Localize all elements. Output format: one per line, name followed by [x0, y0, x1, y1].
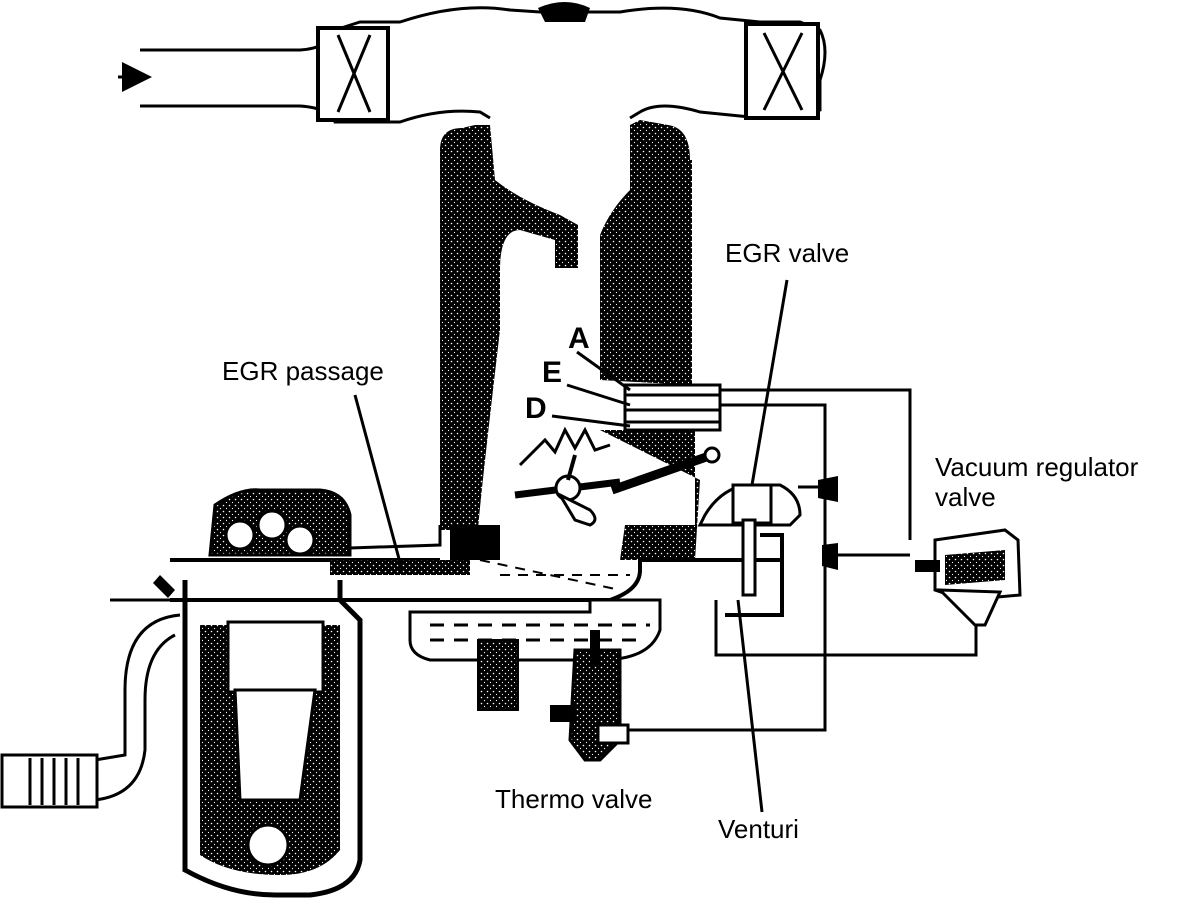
port-a-label: A [568, 322, 590, 355]
vacuum-regulator-label-line2: valve [935, 482, 996, 512]
carburetor-body [349, 120, 722, 560]
egr-valve-label: EGR valve [725, 238, 849, 268]
venturi-label: Venturi [718, 814, 799, 844]
vacuum-regulator-valve [915, 528, 1022, 627]
air-cleaner-housing [118, 2, 827, 124]
port-d-label: D [525, 392, 547, 425]
egr-valve [697, 483, 978, 657]
vacuum-regulator-label-line1: Vacuum regulator [935, 452, 1139, 482]
throttle-valve [514, 426, 721, 527]
egr-passage-label: EGR passage [222, 356, 384, 386]
leader-lines [353, 279, 789, 813]
vacuum-lines [625, 388, 912, 732]
engine-cylinder [182, 488, 363, 898]
exhaust-pipe [0, 575, 181, 809]
thermo-valve [550, 630, 630, 762]
port-e-label: E [542, 356, 562, 389]
thermo-valve-label: Thermo valve [495, 784, 653, 814]
